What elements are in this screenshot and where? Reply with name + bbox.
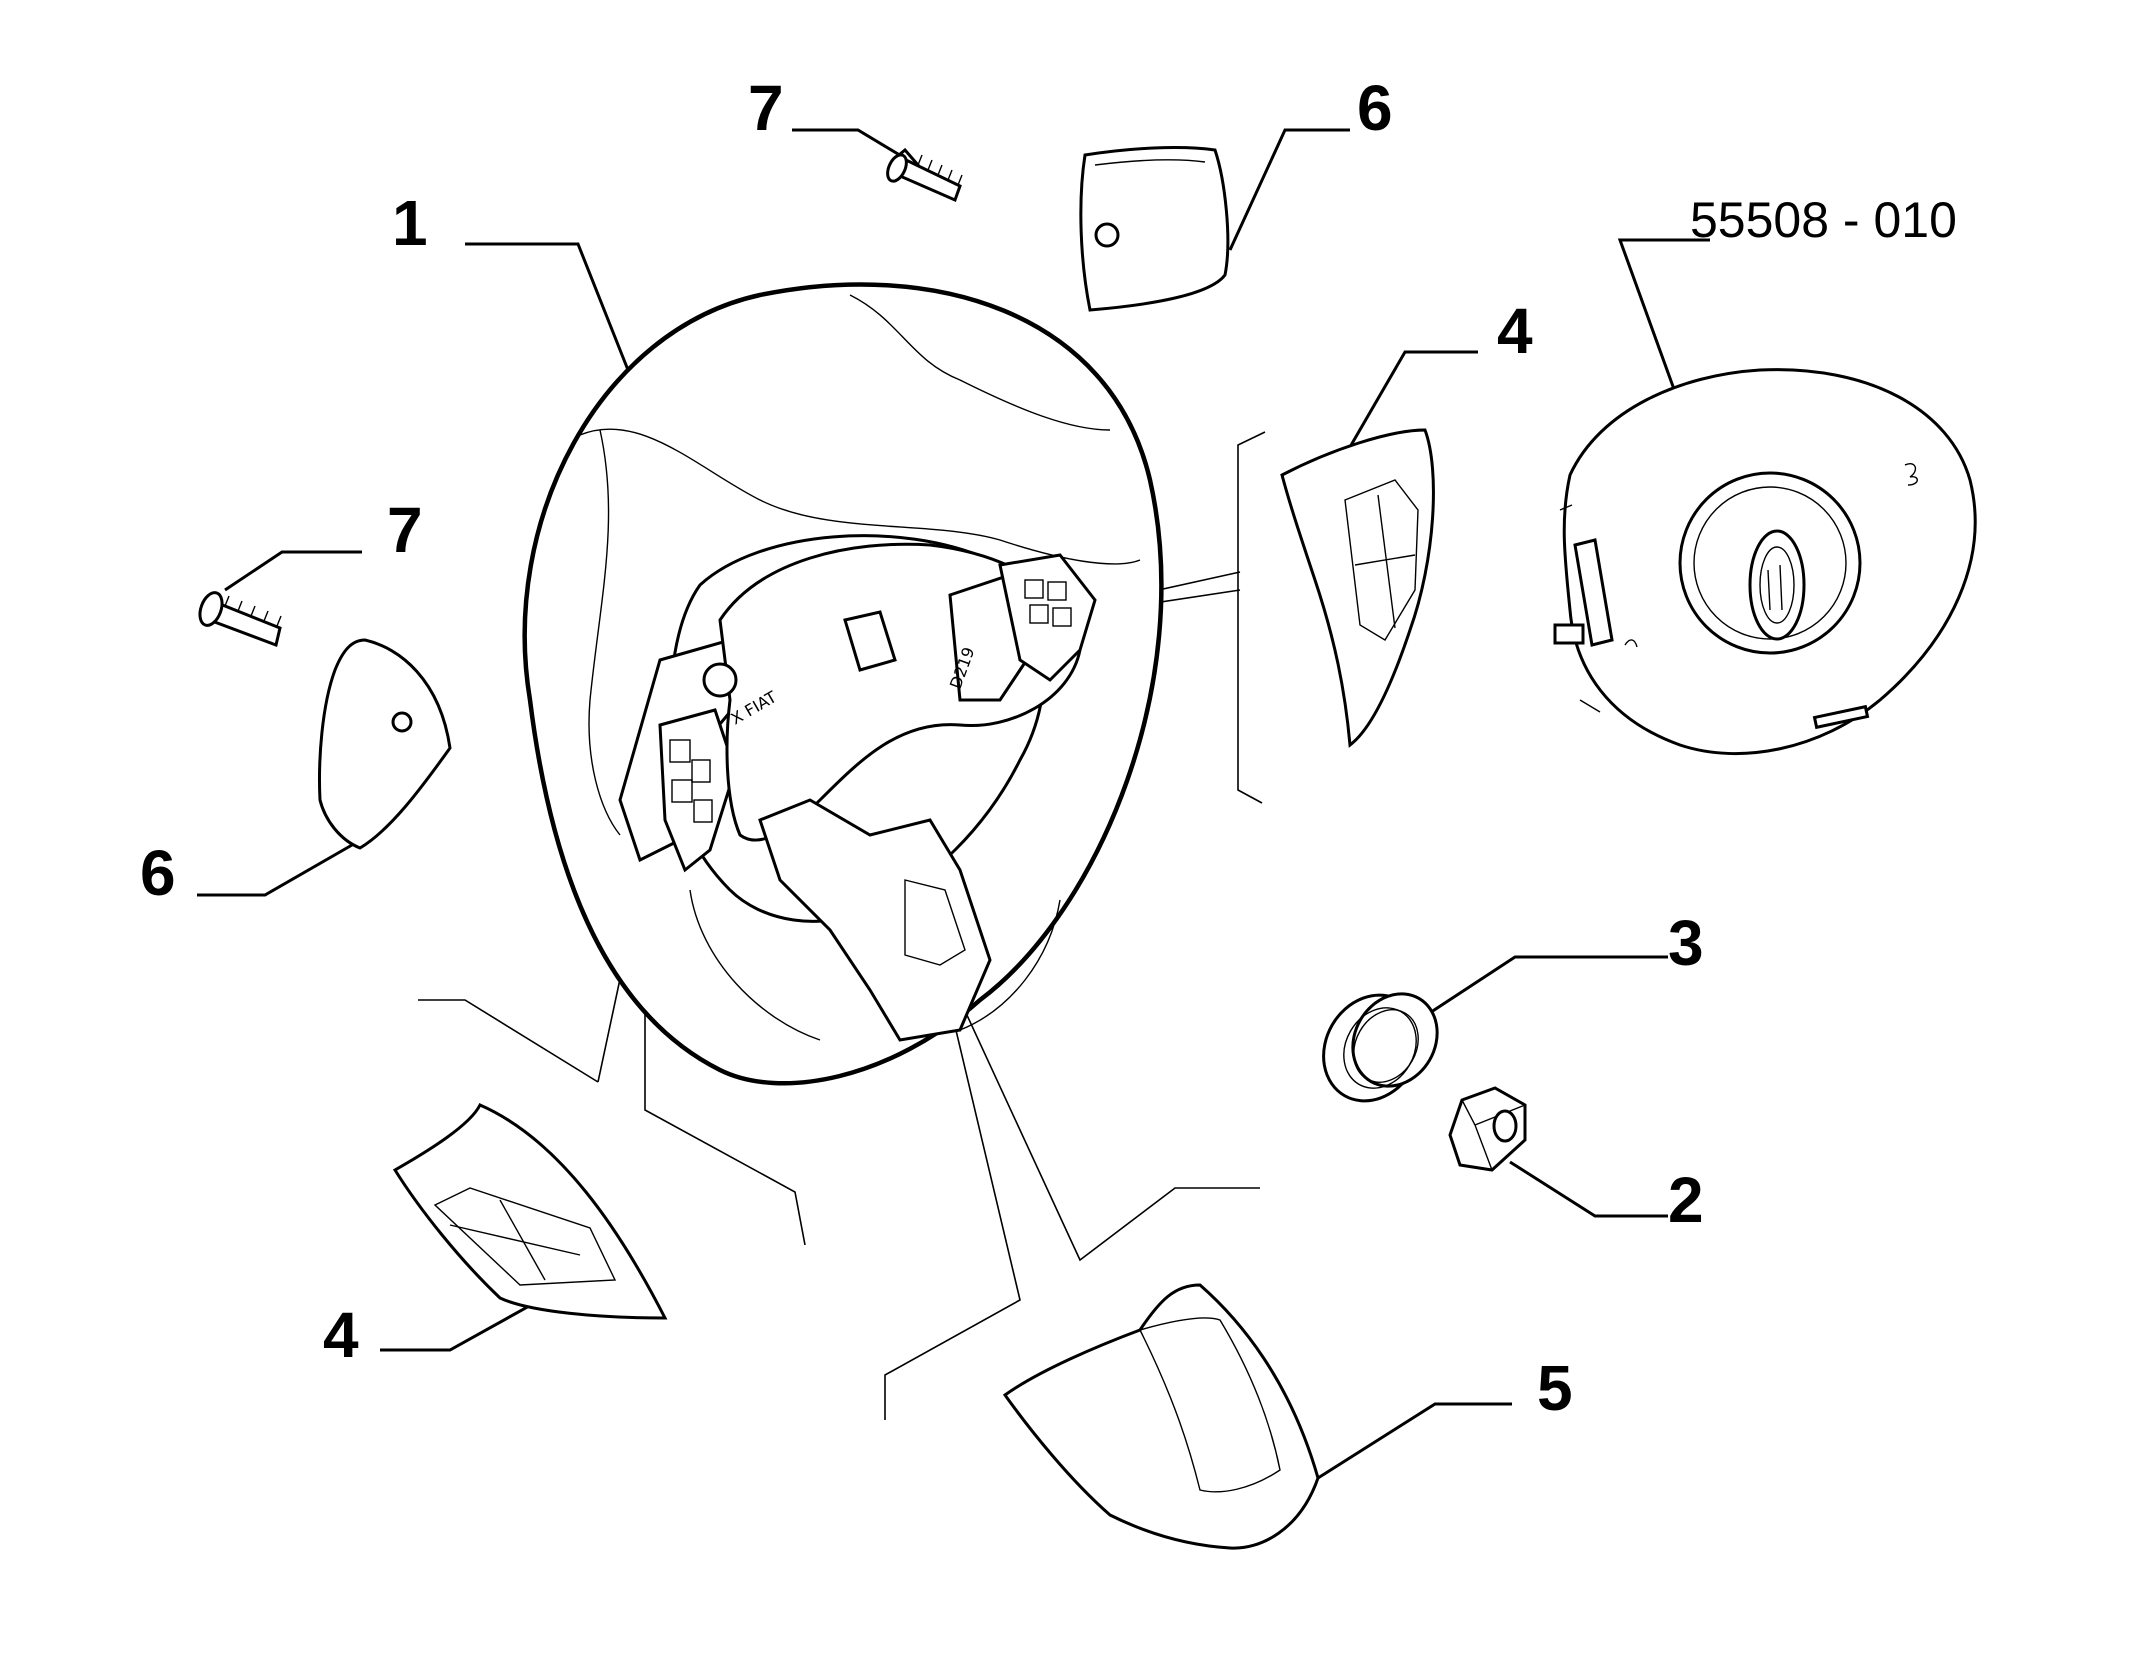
- leader-lines: [197, 128, 1710, 1480]
- airbag-module-part: [1553, 368, 1977, 756]
- switch-panel-left-part: [392, 1103, 668, 1320]
- callout-ring: 3: [1668, 907, 1704, 979]
- callout-screw-left: 7: [387, 494, 423, 566]
- callout-nut: 2: [1668, 1164, 1704, 1236]
- steering-wheel-part: X FIAT D219: [522, 282, 1164, 1086]
- ring-part: [1322, 992, 1439, 1103]
- lower-cover-part: [1002, 1283, 1320, 1550]
- callout-lower-cover: 5: [1537, 1352, 1573, 1424]
- cap-top-part: [1079, 146, 1230, 312]
- switch-panel-right-part: [1280, 428, 1435, 748]
- callout-steering-wheel: 1: [392, 187, 428, 259]
- nut-part: [1448, 1086, 1527, 1172]
- screw-top-part: [886, 147, 963, 203]
- callout-cap-left: 6: [140, 837, 176, 909]
- screw-left-part: [198, 591, 282, 648]
- diagram-reference-code: 55508 - 010: [1690, 192, 1957, 248]
- callout-switch-panel-left: 4: [323, 1299, 359, 1371]
- callout-cap-top: 6: [1357, 72, 1393, 144]
- cap-left-part: [318, 638, 452, 850]
- callout-screw-top: 7: [748, 72, 784, 144]
- callout-switch-panel-right: 4: [1497, 295, 1533, 367]
- callout-labels: 1 7 6 4 7 6 3 2 4 5: [140, 72, 1704, 1424]
